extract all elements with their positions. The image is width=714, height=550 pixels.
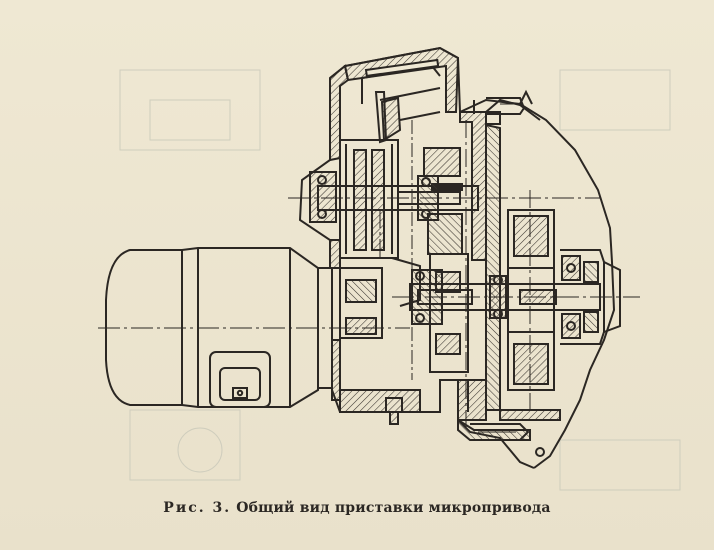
figure-label: Рис. 3. — [163, 500, 232, 516]
upper-housing — [298, 46, 541, 268]
show-through-ghost — [119, 69, 681, 491]
bearing-housing — [560, 249, 621, 345]
output-gear — [507, 209, 555, 391]
mounting-lugs — [470, 97, 545, 457]
figure-caption: Рис. 3. Общий вид приставки микропривода — [0, 500, 714, 516]
centre-lines — [379, 120, 531, 430]
motor-terminal-box — [209, 351, 271, 408]
figure-title: Общий вид приставки микропривода — [236, 500, 551, 516]
output-shaft — [392, 269, 640, 325]
gear-train — [339, 120, 469, 380]
v-belt-pulley — [339, 87, 441, 307]
housing-walls — [457, 111, 561, 441]
input-shaft — [288, 171, 600, 223]
